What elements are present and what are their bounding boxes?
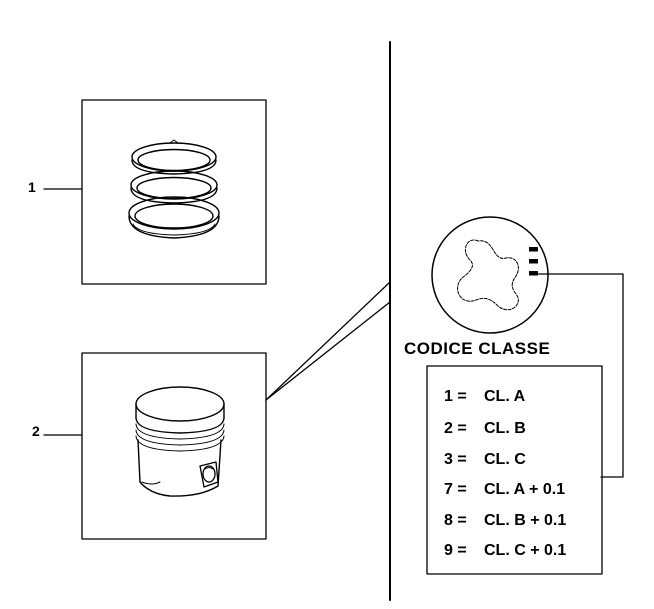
class-row: 2 = CL. B xyxy=(444,420,526,438)
marking-leader xyxy=(537,273,624,478)
callout-2: 2 xyxy=(32,423,40,439)
class-code: 9 = xyxy=(444,542,467,559)
guide-line-lower xyxy=(265,301,391,401)
callout-1: 1 xyxy=(28,179,36,195)
class-value: CL. B + 0.1 xyxy=(484,512,567,529)
class-legend-frame xyxy=(426,365,603,575)
class-code: 2 = xyxy=(444,420,467,437)
class-value: CL. A xyxy=(484,388,526,405)
part-1-frame xyxy=(81,99,267,285)
class-legend-title: CODICE CLASSE xyxy=(404,339,551,358)
guide-line-upper xyxy=(265,281,391,401)
class-row: 7 = CL. A + 0.1 xyxy=(444,481,565,499)
class-row: 3 = CL. C xyxy=(444,451,526,469)
class-value: CL. B xyxy=(484,420,526,437)
part-2-frame xyxy=(81,352,267,540)
class-value: CL. C xyxy=(484,451,526,468)
class-value: CL. C + 0.1 xyxy=(484,542,567,559)
class-code: 3 = xyxy=(444,451,467,468)
class-row: 8 = CL. B + 0.1 xyxy=(444,512,566,530)
class-value: CL. A + 0.1 xyxy=(484,481,566,498)
class-row: 9 = CL. C + 0.1 xyxy=(444,542,566,560)
class-code: 8 = xyxy=(444,512,467,529)
class-row: 1 = CL. A xyxy=(444,388,525,406)
piston-icon xyxy=(135,386,225,497)
class-code: 7 = xyxy=(444,481,467,498)
piston-crown-marking-icon xyxy=(431,216,549,334)
piston-ring-set-icon xyxy=(128,139,220,239)
class-code: 1 = xyxy=(444,388,467,405)
